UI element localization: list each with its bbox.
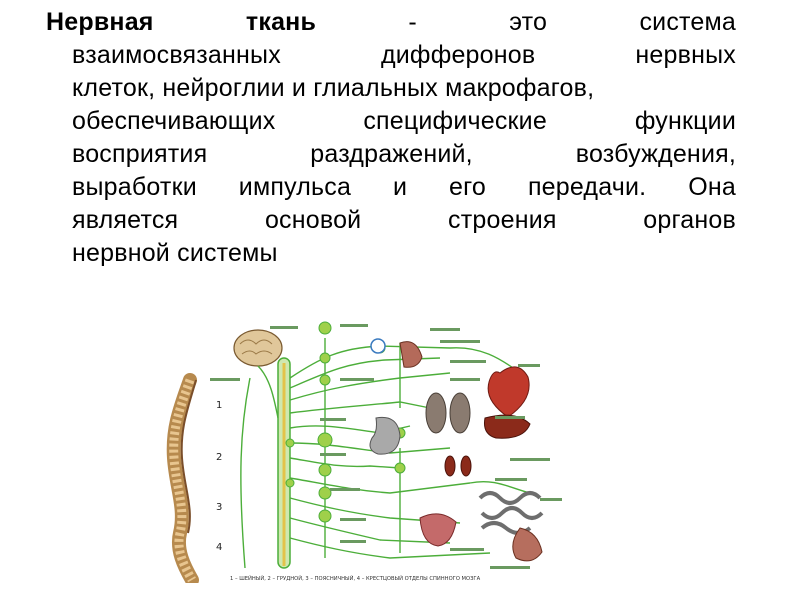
word: строения bbox=[448, 206, 557, 234]
spinal-cord bbox=[277, 357, 291, 569]
word: передачи. bbox=[527, 173, 647, 201]
spine-number-3: 3 bbox=[216, 502, 222, 513]
intestines-icon bbox=[478, 491, 544, 535]
ganglia bbox=[285, 321, 406, 523]
word: система bbox=[639, 8, 736, 36]
text-line: клеток, нейроглии и глиальных макрофагов… bbox=[46, 72, 736, 105]
stomach-icon bbox=[369, 416, 401, 455]
word: является bbox=[72, 206, 179, 234]
word: взаимосвязанных bbox=[72, 41, 281, 69]
text-line: является основой строения органов bbox=[46, 204, 736, 237]
phrase: клеток, нейроглии и глиальных макрофагов… bbox=[72, 74, 595, 102]
word: импульса bbox=[238, 173, 352, 201]
text-line: обеспечивающих специфические функции bbox=[46, 105, 736, 138]
bladder-icon bbox=[419, 513, 457, 547]
word: специфические bbox=[363, 107, 547, 135]
nerve-pathways bbox=[240, 338, 531, 569]
definition-paragraph: Нервная ткань - это система взаимосвязан… bbox=[46, 6, 736, 270]
word: органов bbox=[643, 206, 736, 234]
reproductive-organ-icon bbox=[512, 527, 543, 562]
phrase: нервной системы bbox=[72, 239, 278, 267]
text-line: выработки импульса и его передачи. Она bbox=[46, 171, 736, 204]
figure-caption: 1 – ШЕЙНЫЙ, 2 – ГРУДНОЙ, 3 – ПОЯСНИЧНЫЙ,… bbox=[230, 575, 481, 582]
word: выработки bbox=[72, 173, 197, 201]
definition-term-word: ткань bbox=[245, 8, 317, 36]
word: дифферонов bbox=[380, 41, 536, 69]
kidneys-icon bbox=[444, 455, 472, 477]
heart-icon bbox=[487, 366, 530, 418]
word: его bbox=[449, 173, 487, 201]
spine-illustration bbox=[166, 373, 199, 583]
text-line: Нервная ткань - это система bbox=[46, 6, 736, 39]
word: обеспечивающих bbox=[72, 107, 276, 135]
text-line: нервной системы bbox=[46, 237, 736, 270]
word: возбуждения, bbox=[575, 140, 736, 168]
word: функции bbox=[634, 107, 736, 135]
word: Она bbox=[688, 173, 736, 201]
word: и bbox=[392, 173, 408, 201]
word: восприятия bbox=[72, 140, 208, 168]
text-line: взаимосвязанных дифферонов нервных bbox=[46, 39, 736, 72]
word: раздражений, bbox=[310, 140, 473, 168]
tiny-labels bbox=[210, 324, 562, 569]
nervous-system-diagram: 1 2 3 4 1 – ШЕЙНЫЙ, 2 – ГРУДНОЙ, 3 – ПОЯ… bbox=[166, 321, 562, 583]
dash: - bbox=[408, 8, 417, 36]
spine-number-1: 1 bbox=[216, 400, 222, 411]
spine-number-4: 4 bbox=[216, 542, 222, 553]
lungs-icon bbox=[425, 392, 471, 434]
text-line: восприятия раздражений, возбуждения, bbox=[46, 138, 736, 171]
word: это bbox=[509, 8, 548, 36]
eye-icon bbox=[370, 338, 386, 354]
spine-number-2: 2 bbox=[216, 452, 222, 463]
liver-icon bbox=[484, 414, 531, 439]
word: основой bbox=[264, 206, 362, 234]
brain-illustration bbox=[233, 329, 283, 367]
word: нервных bbox=[635, 41, 736, 69]
definition-term: Нервная bbox=[46, 8, 154, 36]
salivary-gland-icon bbox=[399, 341, 423, 368]
